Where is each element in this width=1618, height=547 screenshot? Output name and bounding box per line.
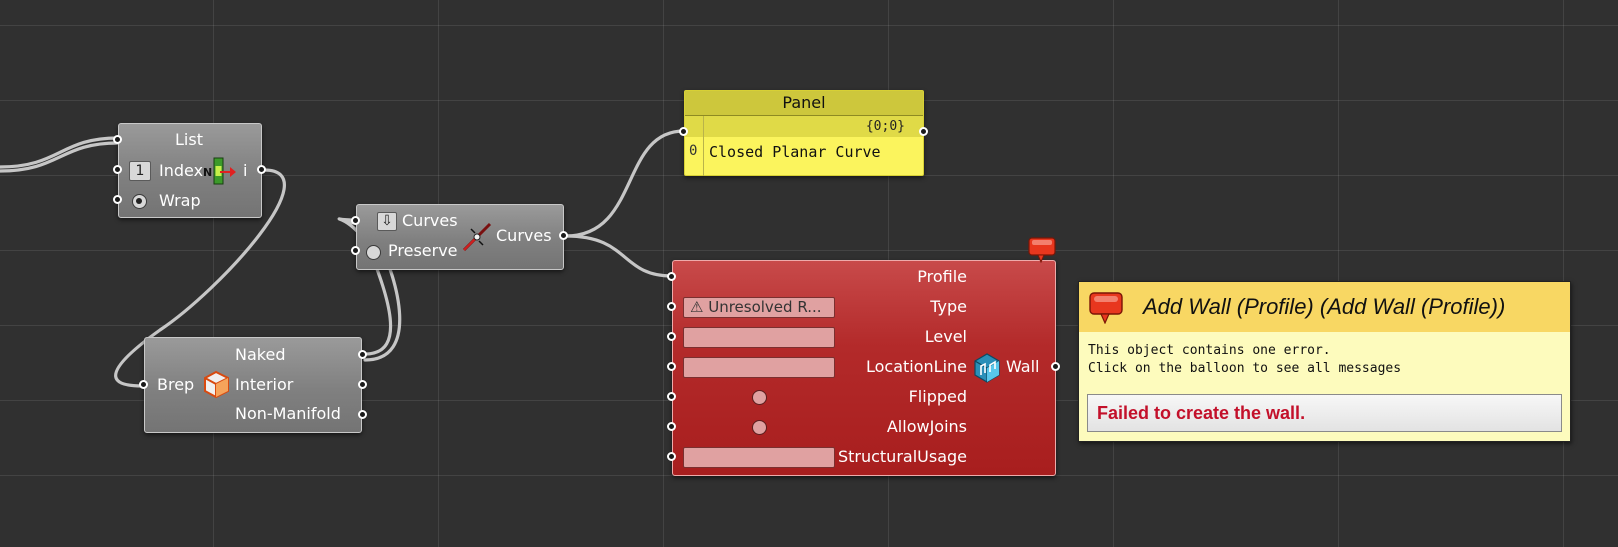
wrap-toggle[interactable] (132, 194, 147, 209)
preserve-toggle[interactable] (366, 245, 381, 260)
wire-curves-to-panel (564, 129, 686, 238)
preserve-input-label: Preserve (388, 241, 458, 260)
structural-usage-field[interactable] (683, 447, 835, 468)
index-value-box[interactable]: 1 (129, 161, 151, 181)
brep-grip-out-2[interactable] (358, 380, 367, 389)
error-balloon-icon (1089, 292, 1123, 324)
tooltip-error-message: Failed to create the wall. (1087, 394, 1562, 432)
tooltip-body: This object contains one error. Click on… (1088, 343, 1402, 376)
curves-grip-out[interactable] (559, 231, 568, 240)
wall-grip-in-1[interactable] (667, 272, 676, 281)
error-tooltip: Add Wall (Profile) (Add Wall (Profile)) … (1078, 281, 1571, 442)
allow-joins-toggle[interactable] (752, 420, 767, 435)
param-structural-usage-label: StructuralUsage (837, 447, 967, 466)
error-balloon-icon[interactable] (1028, 237, 1056, 263)
index-input-label: Index (159, 161, 204, 180)
location-line-field[interactable] (683, 357, 835, 378)
component-title: List (175, 130, 203, 149)
list-item-icon: N (203, 157, 236, 185)
wall-grip-out[interactable] (1051, 362, 1060, 371)
list-grip-in-3[interactable] (113, 195, 122, 204)
wire-list-input-a (0, 136, 120, 169)
curves-output-label: Curves (496, 226, 552, 245)
list-grip-in-1[interactable] (113, 135, 122, 144)
wall-grip-in-5[interactable] (667, 392, 676, 401)
param-level-label: Level (924, 327, 967, 346)
brep-input-label: Brep (157, 375, 195, 394)
brep-edges-component[interactable]: Brep Naked Interior Non-Manifold (144, 337, 362, 433)
curves-flatten-icon[interactable]: ⇩ (377, 212, 397, 231)
join-curves-icon (462, 222, 492, 252)
non-manifold-output-label: Non-Manifold (235, 404, 341, 423)
list-grip-out[interactable] (257, 165, 266, 174)
wall-grip-in-3[interactable] (667, 332, 676, 341)
join-curves-component[interactable]: ⇩ Curves Preserve Curves (356, 204, 564, 270)
tooltip-header: Add Wall (Profile) (Add Wall (Profile)) (1079, 282, 1570, 332)
list-output-label: i (243, 161, 248, 180)
panel-index-gutter (685, 116, 704, 176)
wall-output-label: Wall (1006, 357, 1040, 376)
panel-grip-out[interactable] (919, 127, 928, 136)
wall-grip-in-6[interactable] (667, 422, 676, 431)
curves-grip-in-1[interactable] (351, 216, 360, 225)
wire-list-input-b (0, 141, 120, 173)
brep-grip-out-1[interactable] (358, 350, 367, 359)
list-grip-in-2[interactable] (113, 165, 122, 174)
panel-component[interactable]: Panel {0;0} 0 Closed Planar Curve (684, 90, 924, 176)
brep-grip-in[interactable] (139, 380, 148, 389)
add-wall-component[interactable]: Profile ⚠ Unresolved R... Type Level Loc… (672, 260, 1056, 476)
wall-grip-in-2[interactable] (667, 302, 676, 311)
param-profile-label: Profile (917, 267, 967, 286)
param-type-label: Type (930, 297, 967, 316)
naked-output-label: Naked (235, 345, 286, 364)
curves-grip-in-2[interactable] (351, 246, 360, 255)
level-field[interactable] (683, 327, 835, 348)
brep-edges-icon (204, 370, 229, 399)
panel-title: Panel (685, 91, 923, 116)
curves-input-label: Curves (402, 211, 458, 230)
wire-curves-to-wall (564, 234, 674, 278)
interior-output-label: Interior (235, 375, 294, 394)
brep-grip-out-3[interactable] (358, 410, 367, 419)
list-item-component[interactable]: List 1 Index N i Wrap (118, 123, 262, 218)
panel-path: {0;0} (685, 116, 923, 137)
tooltip-title: Add Wall (Profile) (Add Wall (Profile)) (1143, 294, 1506, 319)
type-field[interactable]: ⚠ Unresolved R... (683, 297, 835, 318)
wall-grip-in-7[interactable] (667, 452, 676, 461)
wall-grip-in-4[interactable] (667, 362, 676, 371)
panel-grip-in[interactable] (679, 127, 688, 136)
revit-wall-icon (974, 353, 1000, 383)
param-location-line-label: LocationLine (865, 357, 967, 376)
flipped-toggle[interactable] (752, 390, 767, 405)
param-flipped-label: Flipped (908, 387, 967, 406)
panel-item-value: Closed Planar Curve (709, 143, 881, 161)
panel-item-index: 0 (689, 143, 698, 159)
svg-text:N: N (203, 166, 212, 179)
param-allow-joins-label: AllowJoins (886, 417, 967, 436)
wrap-input-label: Wrap (159, 191, 201, 210)
